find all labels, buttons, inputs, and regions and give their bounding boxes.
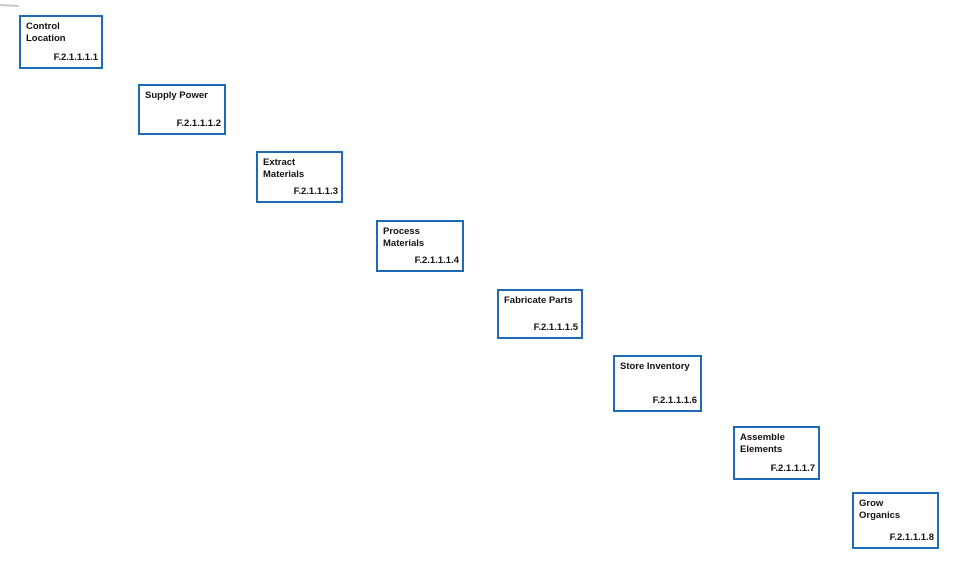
function-box-fabricate-parts[interactable]: Fabricate Parts F.2.1.1.1.5 (497, 289, 583, 339)
function-number: F.2.1.1.1.7 (770, 462, 815, 474)
function-number: F.2.1.1.1.2 (176, 117, 221, 129)
stray-line-fragment (0, 4, 20, 7)
function-box-extract-materials[interactable]: Extract Materials F.2.1.1.1.3 (256, 151, 343, 203)
function-number: F.2.1.1.1.1 (53, 51, 98, 63)
function-box-supply-power[interactable]: Supply Power F.2.1.1.1.2 (138, 84, 226, 135)
function-title: Assemble Elements (740, 432, 785, 455)
function-number: F.2.1.1.1.4 (414, 254, 459, 266)
function-number: F.2.1.1.1.6 (652, 394, 697, 406)
function-title: Store Inventory (620, 361, 690, 372)
function-box-store-inventory[interactable]: Store Inventory F.2.1.1.1.6 (613, 355, 702, 412)
function-title: Process Materials (383, 226, 425, 249)
function-box-control-location[interactable]: Control Location F.2.1.1.1.1 (19, 15, 103, 69)
function-title: Control Location (26, 21, 66, 44)
function-title: Supply Power (145, 90, 208, 101)
function-number: F.2.1.1.1.3 (293, 185, 338, 197)
function-title: Extract Materials (263, 157, 305, 180)
function-box-grow-organics[interactable]: Grow Organics F.2.1.1.1.8 (852, 492, 939, 549)
function-number: F.2.1.1.1.8 (889, 531, 934, 543)
function-box-assemble-elements[interactable]: Assemble Elements F.2.1.1.1.7 (733, 426, 820, 480)
function-box-process-materials[interactable]: Process Materials F.2.1.1.1.4 (376, 220, 464, 272)
function-title: Fabricate Parts (504, 295, 573, 306)
function-number: F.2.1.1.1.5 (533, 321, 578, 333)
function-title: Grow Organics (859, 498, 901, 521)
